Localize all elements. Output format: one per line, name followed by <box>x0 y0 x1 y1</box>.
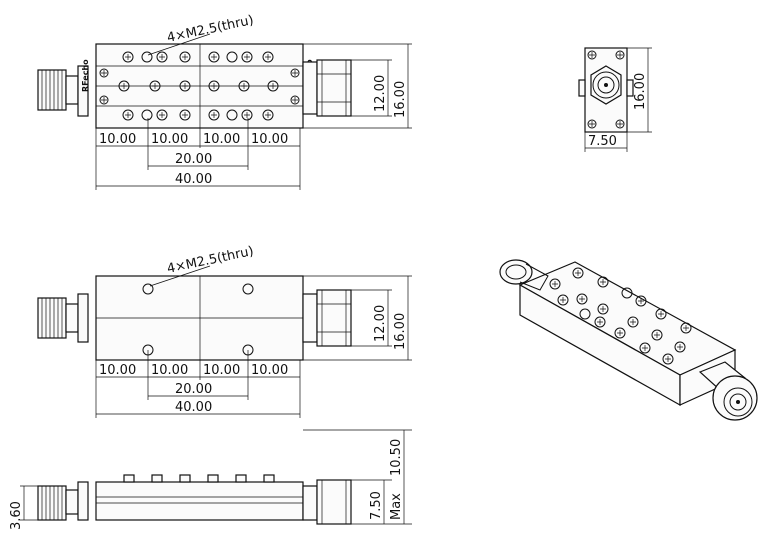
right-connector <box>302 59 352 117</box>
side-view: 3.60 7.50 10.50 Max <box>9 429 412 530</box>
dim-bot-2: 10.00 <box>151 363 188 378</box>
end-view: 7.50 16.00 <box>578 47 652 152</box>
bottom-left-connector <box>37 293 89 343</box>
bottom-view: 4×M2.5(thru) 10.00 10.00 10.00 10.00 20.… <box>37 244 412 418</box>
iso-screws <box>549 267 692 365</box>
iso-left-connector <box>499 259 549 291</box>
top-view: RFecho RFecho <box>37 13 412 190</box>
dim-bot-total: 40.00 <box>175 400 212 415</box>
dim-top-1: 10.00 <box>99 132 136 147</box>
dim-bot-4: 10.00 <box>251 363 288 378</box>
dim-top-total: 40.00 <box>175 172 212 187</box>
dim-top-3: 10.00 <box>203 132 240 147</box>
dim-bot-outer-v: 16.00 <box>393 313 408 350</box>
isometric-view <box>499 259 758 421</box>
dim-side-left: 3.60 <box>9 501 24 530</box>
brand-left: RFecho <box>81 59 90 92</box>
dim-top-mid: 20.00 <box>175 152 212 167</box>
iso-right-connector <box>698 361 758 421</box>
side-right-connector <box>302 479 352 525</box>
dim-side-max-value: 10.50 <box>389 439 404 476</box>
dim-bot-mid: 20.00 <box>175 382 212 397</box>
dim-end-height: 16.00 <box>633 73 648 110</box>
dim-top-inner-v: 12.00 <box>373 75 388 112</box>
dim-bot-3: 10.00 <box>203 363 240 378</box>
hole-note-bottom: 4×M2.5(thru) <box>166 244 255 277</box>
dim-bot-inner-v: 12.00 <box>373 305 388 342</box>
dim-top-4: 10.00 <box>251 132 288 147</box>
bottom-right-connector <box>302 289 352 347</box>
side-screw-heads <box>123 474 275 483</box>
dim-top-2: 10.00 <box>151 132 188 147</box>
dim-bot-1: 10.00 <box>99 363 136 378</box>
dim-side-body: 7.50 <box>369 491 384 520</box>
hole-note-top: 4×M2.5(thru) <box>166 13 255 46</box>
dim-end-width: 7.50 <box>588 134 617 149</box>
left-connector <box>37 65 89 117</box>
dim-top-outer-v: 16.00 <box>393 81 408 118</box>
tuning-screws <box>99 51 300 121</box>
side-left-connector <box>37 481 89 521</box>
dim-side-max-label: Max <box>389 493 404 520</box>
